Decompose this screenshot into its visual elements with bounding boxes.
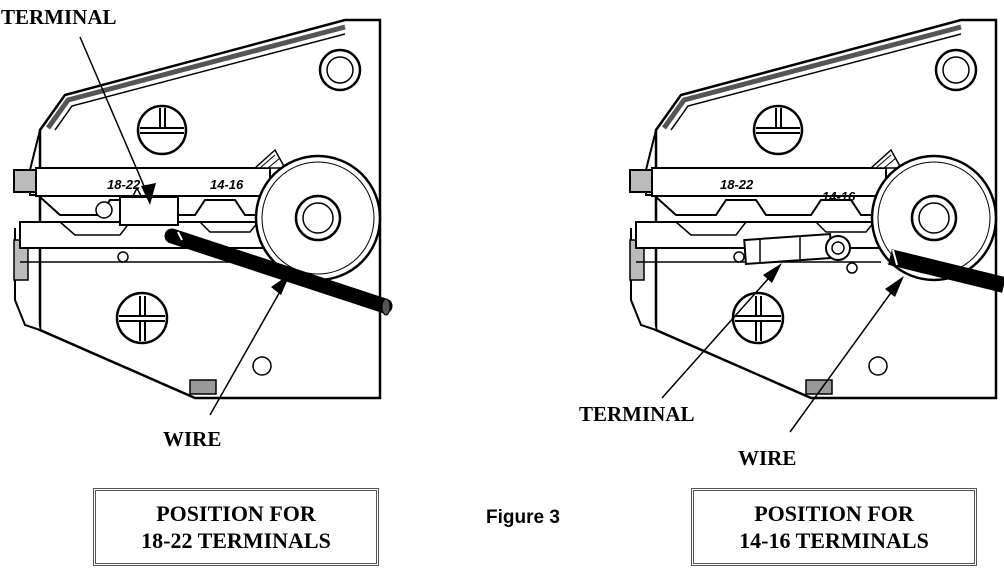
- left-terminal-label: TERMINAL: [1, 5, 117, 29]
- right-wire-shape: [888, 249, 1004, 293]
- left-wire-arrowhead: [271, 274, 290, 295]
- right-terminal-label: TERMINAL: [579, 402, 695, 426]
- right-terminal-arrowhead: [763, 263, 782, 283]
- left-wire-leader: [209, 280, 287, 416]
- right-wire-arrowhead: [885, 276, 904, 297]
- left-tool-view: 18-22 14-16 TERMINAL WIRE: [1, 5, 393, 451]
- left-terminal-leader: [79, 36, 151, 201]
- right-wire-label: WIRE: [738, 446, 796, 470]
- left-gauge-18-22: 18-22: [107, 177, 141, 192]
- right-terminal-leader: [661, 269, 777, 399]
- right-gauge-14-16: 14-16: [822, 189, 856, 204]
- figure-label: Figure 3: [486, 507, 560, 528]
- right-caption-line1: POSITION FOR: [754, 501, 914, 526]
- left-wire-label: WIRE: [163, 427, 221, 451]
- left-wire-shape: [164, 228, 393, 316]
- left-caption-line1: POSITION FOR: [156, 501, 316, 526]
- left-caption-box: POSITION FOR 18-22 TERMINALS: [93, 488, 379, 566]
- right-caption-box: POSITION FOR 14-16 TERMINALS: [691, 488, 977, 566]
- left-terminal-arrowhead: [141, 183, 156, 205]
- right-terminal-shape: [743, 232, 858, 274]
- left-caption-line2: 18-22 TERMINALS: [141, 528, 331, 553]
- right-caption-line2: 14-16 TERMINALS: [739, 528, 929, 553]
- right-gauge-18-22: 18-22: [720, 177, 754, 192]
- left-gauge-14-16: 14-16: [210, 177, 244, 192]
- right-wire-leader: [789, 282, 899, 433]
- right-tool-view: 18-22 14-16 TERMINAL WIRE: [579, 20, 1004, 470]
